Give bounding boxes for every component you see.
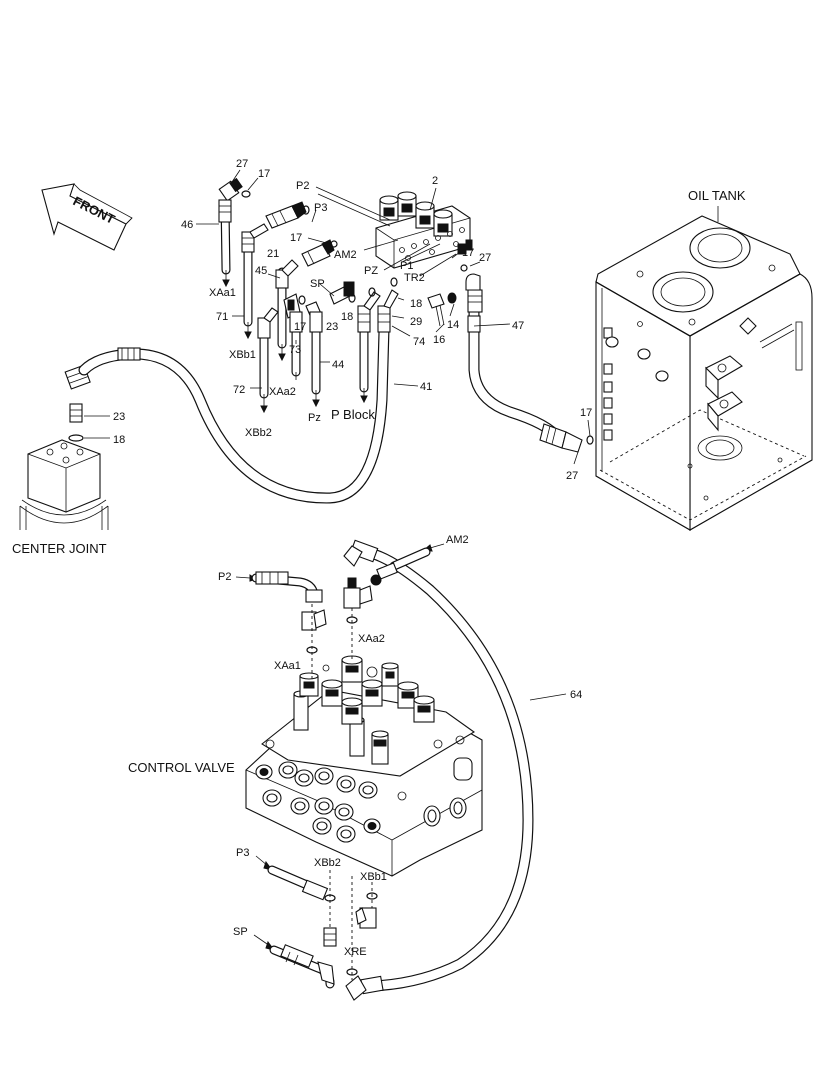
callout-2: 2 [432,175,438,187]
callout-am2b: AM2 [446,534,469,546]
callout-tr2: TR2 [404,272,425,284]
callout-16: 16 [433,334,445,346]
callout-73: 73 [289,344,301,356]
hose-72 [250,307,279,414]
callout-18a: 18 [341,311,353,323]
bolt-16 [427,292,457,333]
callout-23a: 23 [326,321,338,333]
center-joint-label: CENTER JOINT [12,541,107,556]
control-valve [245,655,483,877]
hose-sp-cv: SP [233,926,335,989]
callout-xaa2-b: XAa2 [358,633,385,645]
callout-p2a: P2 [296,180,309,192]
callout-sp-b: SP [233,926,248,938]
control-valve-label: CONTROL VALVE [128,760,235,775]
hose-71 [232,223,269,340]
callout-71: 71 [216,311,228,323]
callout-xaa2-a: XAa2 [269,386,296,398]
callout-18c: 18 [113,434,125,446]
callout-xbb2-b: XBb2 [314,857,341,869]
callout-74: 74 [413,336,425,348]
callout-17a: 17 [258,168,270,180]
callout-72: 72 [233,384,245,396]
front-arrow: FRONT [41,183,133,251]
callout-46: 46 [181,219,193,231]
callout-xbb1-a: XBb1 [229,349,256,361]
fitting-xbb: XBb2 XBb1 XRE [314,857,387,980]
callout-27c: 27 [566,470,578,482]
pilot-block [375,191,473,269]
fitting-21 [265,201,310,229]
callout-27b: 27 [479,252,491,264]
valve-front-ports [255,735,473,843]
fitting-27-tank [460,264,594,465]
hose-73 [289,311,303,380]
callout-45: 45 [255,265,267,277]
hose-p3-cv: P3 [236,847,329,901]
leader-lines-top [311,186,511,327]
callout-64: 64 [570,689,582,701]
tank-ports [603,321,669,441]
callout-17d: 17 [294,321,306,333]
fitting-cv-top [343,577,373,660]
fitting-27-top [218,169,259,202]
callout-29: 29 [410,316,422,328]
callout-23b: 23 [113,411,125,423]
callout-27a: 27 [236,158,248,170]
callout-47: 47 [512,320,524,332]
hose-41 [78,324,390,504]
p-block-hoses [357,277,411,404]
callout-xbb1-b: XBb1 [360,871,387,883]
callout-p3b: P3 [236,847,249,859]
callout-p2b: P2 [218,571,231,583]
hose-64: 64 [343,539,582,1001]
callout-pz-b: Pz [308,412,321,424]
callout-pz: PZ [364,265,378,277]
hose-am2: AM2 [370,534,469,586]
callout-xbb2-a: XBb2 [245,427,272,439]
callout-41: 41 [420,381,432,393]
valve-top-ports [299,655,435,725]
callout-17b: 17 [290,232,302,244]
hose-46 [196,199,232,288]
hose-45 [267,259,299,362]
callout-17e: 17 [580,407,592,419]
fitting-p2-adapter [301,604,327,680]
hose-47 [465,273,583,453]
hose-44 [309,311,330,408]
callout-14: 14 [447,319,459,331]
hose-p2-cv: P2 [218,571,323,603]
callout-p3a: P3 [314,202,327,214]
callout-am2a: AM2 [334,249,357,261]
p-block-label: P Block [331,407,375,422]
callout-sp-a: SP [310,278,325,290]
fitting-am2 [301,237,338,267]
oil-tank: OIL TANK [595,188,813,531]
callout-xre: XRE [344,946,367,958]
callout-21: 21 [267,248,279,260]
callout-p1: P1 [400,260,413,272]
callout-44: 44 [332,359,344,371]
callouts-top: 27 17 P2 2 P3 46 17 AM2 21 45 PZ P1 TR2 … [181,158,592,482]
callout-18b: 18 [410,298,422,310]
callout-17c: 17 [462,247,474,259]
callout-xaa1-a: XAa1 [209,287,236,299]
callout-xaa1-b: XAa1 [274,660,301,672]
oil-tank-label: OIL TANK [688,188,746,203]
center-joint: CENTER JOINT 23 18 [12,364,125,556]
